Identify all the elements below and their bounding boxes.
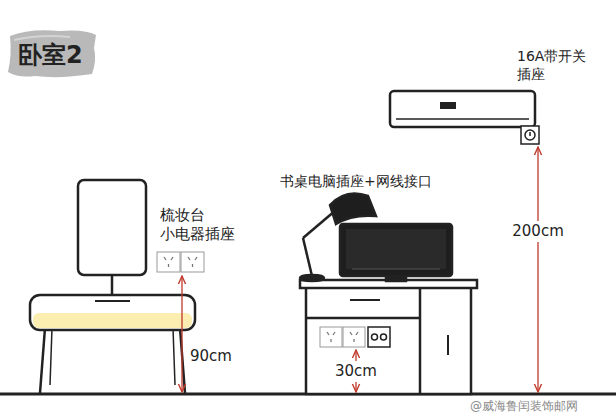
small-appliance-socket: [157, 252, 204, 272]
computer-monitor: [340, 224, 452, 281]
computer-desk: [300, 280, 477, 394]
dimension-label: 200cm: [510, 221, 566, 242]
air-conditioner: [390, 91, 535, 127]
switch-socket: [521, 126, 539, 144]
desk-socket: [320, 327, 390, 347]
title-badge: [8, 30, 96, 77]
desk-lamp: [300, 193, 376, 281]
dimension-line: [182, 147, 538, 392]
socket-label: 16A带开关 插座: [517, 48, 586, 83]
dimension-label: 90cm: [188, 346, 234, 367]
dimension-label: 30cm: [333, 361, 379, 382]
watermark: @威海鲁闰装饰邮网: [470, 399, 578, 414]
socket-label: 梳妆台 小电器插座: [160, 206, 235, 244]
title-text: 卧室2: [18, 40, 83, 70]
socket-label: 书桌电脑插座+网线接口: [280, 173, 432, 191]
